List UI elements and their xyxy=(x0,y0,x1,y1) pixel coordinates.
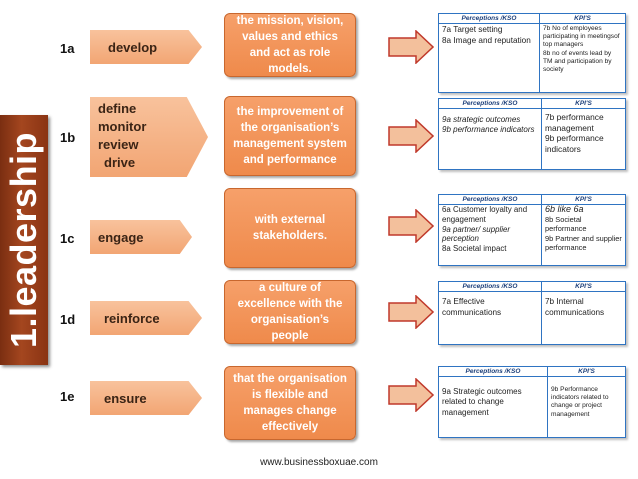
row-id-1a: 1a xyxy=(60,41,75,56)
kso-line: 7a Effective communications xyxy=(442,297,502,317)
kpi-line: 9b Performance indicators related to cha… xyxy=(551,386,609,418)
phrase-box-1e: that the organisation is flexible and ma… xyxy=(224,366,356,440)
phrase-box-1a: the mission, vision, values and ethics a… xyxy=(224,13,356,77)
kpi-panel-1a: Perceptions /KSO 7a Target setting 8a Im… xyxy=(438,13,626,93)
verb-label: define xyxy=(98,101,137,116)
kso-line: 9a strategic outcomes xyxy=(442,115,521,124)
kpi-line: 9b Partner and supplier performance xyxy=(545,233,622,253)
kpi-column: KPI'S 7b No of employees participating i… xyxy=(539,14,625,92)
right-arrow-1b xyxy=(388,119,434,153)
perceptions-header: Perceptions /KSO xyxy=(439,14,539,24)
perceptions-column: Perceptions /KSO 9a strategic outcomes 9… xyxy=(439,99,541,169)
kpi-line: 8b no of events lead by TM and participa… xyxy=(543,49,612,74)
verb-arrow-1a: develop xyxy=(90,30,202,64)
perceptions-column: Perceptions /KSO 7a Target setting 8a Im… xyxy=(439,14,539,92)
verb-label: ensure xyxy=(104,390,147,406)
phrase-text: the improvement of the organisation’s ma… xyxy=(233,106,347,166)
phrase-text: that the organisation is flexible and ma… xyxy=(233,373,347,433)
kpi-panel-1b: Perceptions /KSO 9a strategic outcomes 9… xyxy=(438,98,626,170)
right-arrow-1d xyxy=(388,295,434,329)
kso-line: 8a Societal impact xyxy=(442,244,507,254)
perceptions-header: Perceptions /KSO xyxy=(439,195,541,205)
kpi-column: KPI'S 9b Performance indicators related … xyxy=(547,367,625,437)
kso-line: 8a Image and reputation xyxy=(442,35,531,45)
verb-label: drive xyxy=(104,155,136,170)
perceptions-header: Perceptions /KSO xyxy=(439,282,541,292)
kpi-header: KPI'S xyxy=(542,99,625,109)
verb-arrow-1d: reinforce xyxy=(90,301,202,335)
phrase-box-1d: a culture of excellence with the organis… xyxy=(224,280,356,344)
kpi-column: KPI'S 6b like 6a 8b Societal performance… xyxy=(541,195,625,265)
perceptions-column: Perceptions /KSO 7a Effective communicat… xyxy=(439,282,541,344)
kpi-line: 7b performance management xyxy=(545,112,604,133)
kpi-line: 9b performance indicators xyxy=(545,133,604,154)
kpi-panel-1e: Perceptions /KSO 9a Strategic outcomes r… xyxy=(438,366,626,438)
kso-line: 9a Strategic outcomes related to change … xyxy=(442,387,522,417)
right-arrow-1c xyxy=(388,209,434,243)
verb-label: monitor xyxy=(98,119,147,134)
kpi-panel-1c: Perceptions /KSO 6a Customer loyalty and… xyxy=(438,194,626,266)
perceptions-column: Perceptions /KSO 6a Customer loyalty and… xyxy=(439,195,541,265)
verb-label: review xyxy=(98,137,139,152)
kso-line: 6a Customer loyalty and engagement xyxy=(442,205,528,224)
footer-url: www.businessboxuae.com xyxy=(260,457,378,468)
phrase-box-1c: with external stakeholders. xyxy=(224,188,356,268)
row-id-1e: 1e xyxy=(60,389,75,404)
kpi-header: KPI'S xyxy=(540,14,625,24)
kpi-column: KPI'S 7b performance management 9b perfo… xyxy=(541,99,625,169)
kpi-column: KPI'S 7b Internal communications xyxy=(541,282,625,344)
row-id-1c: 1c xyxy=(60,231,75,246)
phrase-text: with external stakeholders. xyxy=(252,214,328,242)
section-title: 1.leadership xyxy=(3,131,44,349)
phrase-box-1b: the improvement of the organisation’s ma… xyxy=(224,96,356,176)
kso-line: 9a partner/ supplier perception xyxy=(442,224,510,244)
right-arrow-1e xyxy=(388,378,434,412)
kpi-line: 8b Societal performance xyxy=(545,214,587,234)
row-id-1d: 1d xyxy=(60,312,76,327)
sidebar-band xyxy=(0,115,48,365)
right-arrow-1a xyxy=(388,30,434,64)
row-id-1b: 1b xyxy=(60,130,76,145)
kpi-header: KPI'S xyxy=(548,367,625,377)
kso-line: 7a Target setting xyxy=(442,25,503,34)
perceptions-header: Perceptions /KSO xyxy=(439,367,547,377)
kpi-line: 6b like 6a xyxy=(545,204,584,214)
kpi-line: 7b No of employees participating in meet… xyxy=(543,25,620,49)
verb-label: reinforce xyxy=(104,310,160,326)
kso-line: 9b performance indicators xyxy=(442,125,535,134)
perceptions-column: Perceptions /KSO 9a Strategic outcomes r… xyxy=(439,367,547,437)
kpi-header: KPI'S xyxy=(542,195,625,205)
kpi-panel-1d: Perceptions /KSO 7a Effective communicat… xyxy=(438,281,626,345)
perceptions-header: Perceptions /KSO xyxy=(439,99,541,109)
kpi-header: KPI'S xyxy=(542,282,625,292)
phrase-text: the mission, vision, values and ethics a… xyxy=(236,15,344,75)
phrase-text: a culture of excellence with the organis… xyxy=(237,282,343,342)
verb-arrow-1e: ensure xyxy=(90,381,202,415)
verb-label: develop xyxy=(108,39,158,55)
verb-arrow-1c: engage xyxy=(90,220,192,254)
kpi-line: 7b Internal communications xyxy=(545,297,605,317)
verb-label: engage xyxy=(98,229,144,245)
verb-arrow-1b: define monitor review drive xyxy=(90,97,208,177)
